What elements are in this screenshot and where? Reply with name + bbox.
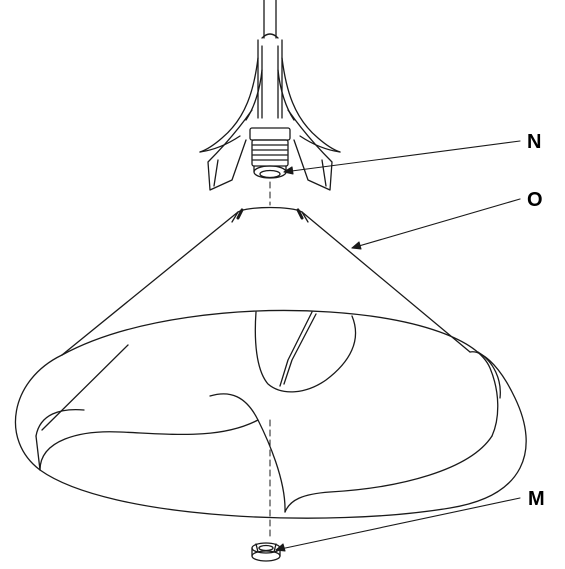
arrowhead-n <box>283 166 294 175</box>
arrowhead-m <box>275 543 286 552</box>
callout-label-n: N <box>527 131 542 153</box>
callout-label-o: O <box>527 189 543 211</box>
suspension-cable <box>261 0 279 39</box>
conical-shade-o <box>14 206 527 519</box>
leader-line-m <box>275 497 521 551</box>
locking-ring-m <box>251 542 281 562</box>
leader-line-o <box>351 198 521 249</box>
leader-lines <box>275 140 521 552</box>
leader-line-n <box>283 140 521 173</box>
arrowhead-o <box>351 241 362 250</box>
lamp-socket-n <box>249 127 291 179</box>
lamp-holder-fitting <box>199 39 341 191</box>
callout-label-m: M <box>528 488 545 510</box>
